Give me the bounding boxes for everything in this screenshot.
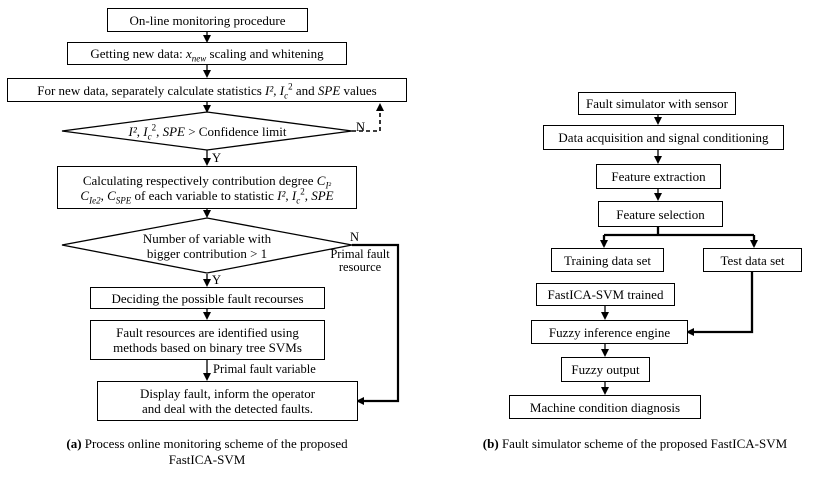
contribution-degree-box: Calculating respectively contribution de… xyxy=(57,166,357,209)
display-fault-line1: Display fault, inform the operator xyxy=(139,386,316,401)
decision2-no-label: N xyxy=(350,230,360,244)
getting-new-data-label: Getting new data: xnew scaling and white… xyxy=(90,46,324,64)
feature-selection-label: Feature selection xyxy=(616,206,705,222)
calculate-statistics-label: For new data, separately calculate stati… xyxy=(37,81,377,101)
calculate-statistics-box: For new data, separately calculate stati… xyxy=(7,78,407,102)
decision2-shape xyxy=(61,217,353,274)
deciding-fault-label: Deciding the possible fault recourses xyxy=(111,290,304,306)
primal-fault-resource-path xyxy=(352,243,400,405)
decision2-label: Number of variable with bigger contribut… xyxy=(117,231,297,261)
online-monitoring-label: On-line monitoring procedure xyxy=(129,12,286,28)
getting-new-data-box: Getting new data: xnew scaling and white… xyxy=(67,42,347,65)
primal-fault-resource-label: Primal fault resource xyxy=(330,247,390,274)
online-monitoring-box: On-line monitoring procedure xyxy=(107,8,308,32)
fastica-trained-label: FastICA-SVM trained xyxy=(547,287,664,302)
fault-simulator-box: Fault simulator with sensor xyxy=(578,92,736,115)
test-data-box: Test data set xyxy=(703,248,802,272)
fault-simulator-label: Fault simulator with sensor xyxy=(586,96,728,111)
display-fault-box: Display fault, inform the operator and d… xyxy=(97,381,358,421)
data-acquisition-box: Data acquisition and signal conditioning xyxy=(543,125,784,150)
decision1-shape xyxy=(61,111,353,151)
data-acquisition-label: Data acquisition and signal conditioning xyxy=(558,130,769,145)
dashed-no-loop xyxy=(352,103,384,132)
feature-extraction-box: Feature extraction xyxy=(596,164,721,189)
machine-condition-label: Machine condition diagnosis xyxy=(529,399,681,415)
primal-fault-variable-label: Primal fault variable xyxy=(213,362,316,376)
decision1-no-label: N xyxy=(356,120,366,134)
fuzzy-engine-label: Fuzzy inference engine xyxy=(548,324,671,340)
decision2-line1: Number of variable with xyxy=(142,231,272,246)
fault-identified-line1: Fault resources are identified using xyxy=(116,325,299,340)
decision2-line2: bigger contribution > 1 xyxy=(146,246,268,261)
contribution-line1: Calculating respectively contribution de… xyxy=(82,172,332,191)
decision1-yes-label: Y xyxy=(212,151,222,165)
fault-identified-box: Fault resources are identified using met… xyxy=(90,320,325,360)
fuzzy-engine-box: Fuzzy inference engine xyxy=(531,320,688,344)
training-data-label: Training data set xyxy=(564,252,651,268)
decision1-label: I², Ic2, SPE > Confidence limit xyxy=(128,122,287,142)
decision2-yes-label: Y xyxy=(212,273,222,287)
fault-identified-line2: methods based on binary tree SVMs xyxy=(113,340,302,355)
feature-selection-box: Feature selection xyxy=(598,201,723,227)
deciding-fault-box: Deciding the possible fault recourses xyxy=(90,287,325,309)
feature-extraction-label: Feature extraction xyxy=(611,169,706,184)
fuzzy-output-label: Fuzzy output xyxy=(571,362,640,377)
machine-condition-box: Machine condition diagnosis xyxy=(509,395,701,419)
test-data-label: Test data set xyxy=(720,252,785,268)
fuzzy-output-box: Fuzzy output xyxy=(561,357,650,382)
fastica-trained-box: FastICA-SVM trained xyxy=(536,283,675,306)
caption-a: (a) Process online monitoring scheme of … xyxy=(66,436,348,467)
display-fault-line2: and deal with the detected faults. xyxy=(141,401,314,416)
training-data-box: Training data set xyxy=(551,248,664,272)
caption-b: (b) Fault simulator scheme of the propos… xyxy=(482,436,788,451)
contribution-line2: CIe2, CSPE of each variable to statistic… xyxy=(80,186,334,206)
